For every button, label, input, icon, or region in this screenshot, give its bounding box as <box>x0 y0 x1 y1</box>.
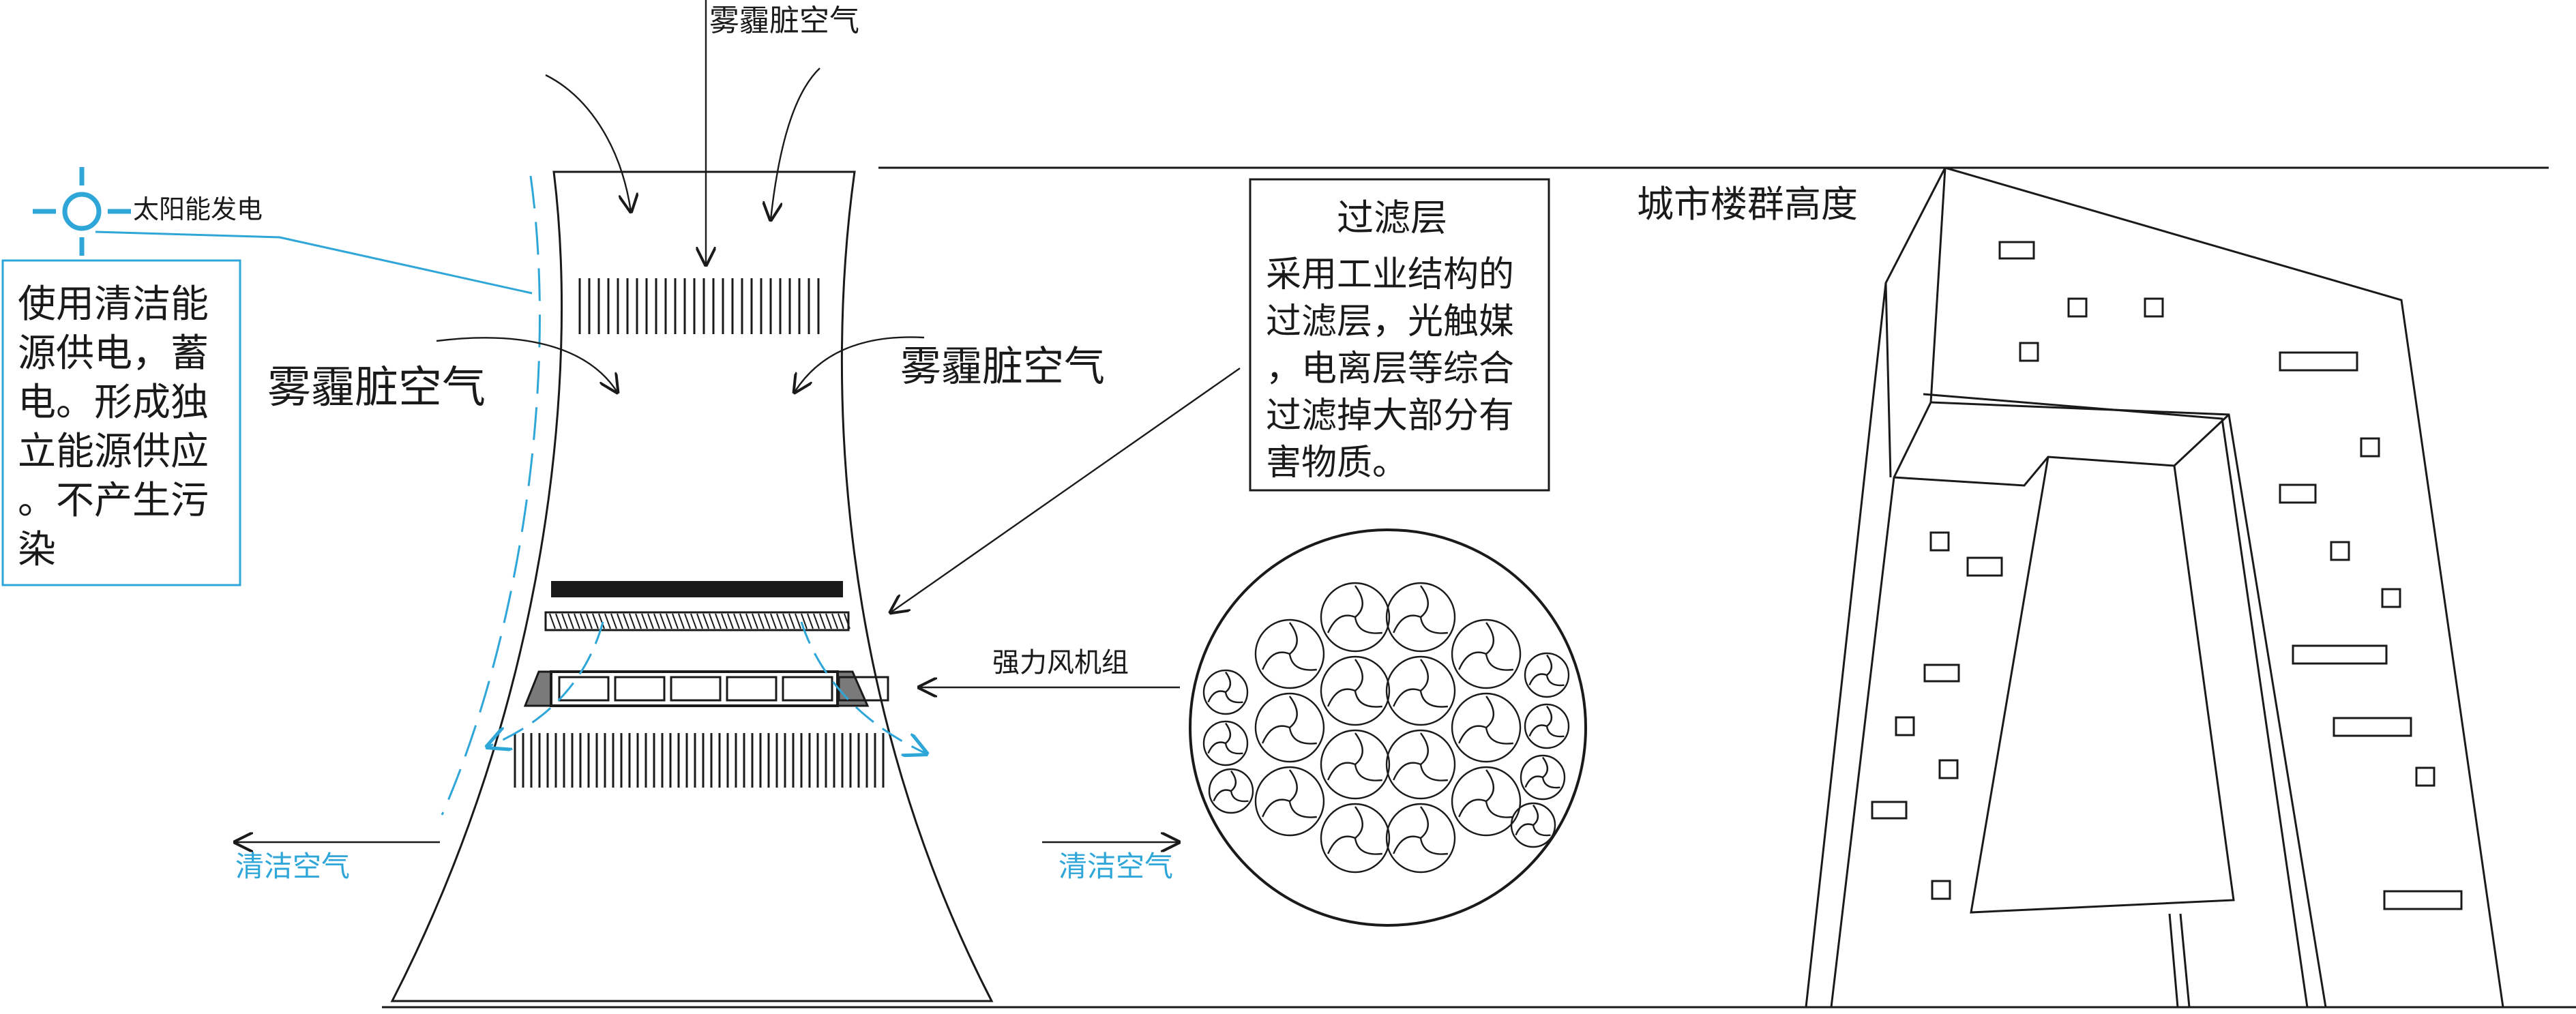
filter-title: 过滤层 <box>1337 196 1447 239</box>
window <box>2067 297 2088 318</box>
window <box>2383 890 2463 910</box>
arrow-icon <box>771 68 820 220</box>
sun-icon <box>33 167 131 256</box>
filter-layer-bar <box>551 581 843 597</box>
fan-array <box>1189 528 1587 927</box>
window <box>2279 351 2358 372</box>
energy-line: 立能源供应 <box>18 430 209 474</box>
clean-air-flow-left <box>441 175 541 816</box>
arrow-icon <box>795 336 925 392</box>
fan-blade-icon <box>1320 803 1391 874</box>
fan-blade-icon <box>1202 669 1249 715</box>
fan-blade-icon <box>1524 652 1570 698</box>
purification-tower <box>390 170 994 1002</box>
filter-line: ，电离层等综合 <box>1266 348 1514 389</box>
fan-blade-icon <box>1510 802 1556 848</box>
smog-label-top: 雾霾脏空气 <box>709 3 859 38</box>
fan-module-left-cap <box>523 670 552 707</box>
fan-blade-icon <box>1385 803 1456 874</box>
filter-text: 过滤层 采用工业结构的 过滤层，光触媒 ，电离层等综合 过滤掉大部分有 害物质。 <box>1266 196 1514 483</box>
mesh-layer <box>544 611 850 631</box>
energy-line: 。不产生污 <box>18 479 209 523</box>
filter-line: 害物质。 <box>1266 443 1408 483</box>
window <box>1895 716 1915 736</box>
fan-blade-icon <box>1451 692 1522 763</box>
fan-blade-icon <box>1385 582 1456 653</box>
building-windows <box>1871 241 2463 910</box>
fan-array-housing <box>1189 528 1587 927</box>
clean-air-flow-inner-right <box>800 621 926 754</box>
smog-label-left: 雾霾脏空气 <box>267 363 486 413</box>
smog-label-right: 雾霾脏空气 <box>900 343 1105 391</box>
arrow-icon <box>436 337 617 392</box>
window <box>2292 644 2388 665</box>
fan-blade-icon <box>1520 754 1566 801</box>
fan-blade-icon <box>1254 692 1325 763</box>
filter-pointer-line <box>891 368 1241 612</box>
fan-blade-icon <box>1320 582 1391 653</box>
window <box>1929 531 1950 552</box>
fan-blade-icon <box>1208 768 1254 814</box>
fan-modules <box>523 670 889 707</box>
fan-cell <box>782 676 833 702</box>
fan-cell <box>670 676 722 702</box>
energy-text: 使用清洁能 源供电，蓄 电。形成独 立能源供应 。不产生污 染 <box>18 282 209 572</box>
fan-blade-icon <box>1385 655 1456 726</box>
filter-line: 过滤层，光触媒 <box>1266 301 1514 342</box>
filter-box <box>1249 178 1550 492</box>
window <box>2019 342 2039 362</box>
filter-line: 采用工业结构的 <box>1266 254 1514 295</box>
fan-cell <box>726 676 778 702</box>
fan-blade-icon <box>1202 720 1249 766</box>
window <box>2381 588 2401 608</box>
city-building <box>1805 166 2504 1008</box>
window <box>1938 759 1959 779</box>
fan-cell <box>614 676 666 702</box>
fan-blade-icon <box>1451 766 1522 837</box>
window <box>2415 766 2436 787</box>
window <box>1871 801 1908 820</box>
fan-cell <box>558 676 610 702</box>
fan-blade-icon <box>1451 618 1522 689</box>
window <box>1998 241 2035 260</box>
fan-blade-icon <box>1320 729 1391 800</box>
solar-connector-line <box>95 230 533 295</box>
window <box>2360 437 2380 458</box>
fan-group-label: 强力风机组 <box>992 647 1129 679</box>
city-height-label: 城市楼群高度 <box>1637 183 1858 226</box>
clean-air-label-left: 清洁空气 <box>235 850 350 883</box>
fan-blade-icon <box>1385 729 1456 800</box>
solar-label: 太阳能发电 <box>133 194 263 224</box>
filter-line: 过滤掉大部分有 <box>1266 396 1514 436</box>
energy-box <box>1 259 241 586</box>
window <box>2279 483 2317 504</box>
energy-line: 使用清洁能 <box>18 282 209 327</box>
fan-blade-icon <box>1320 655 1391 726</box>
upper-vent-slats <box>578 278 820 334</box>
window <box>2333 717 2412 737</box>
tower-outline <box>390 170 994 1002</box>
arrow-icon <box>545 74 631 211</box>
lower-vent-slats <box>514 733 885 788</box>
window <box>1966 556 2003 577</box>
energy-line: 源供电，蓄 <box>18 331 209 376</box>
energy-line: 染 <box>18 528 56 572</box>
energy-line: 电。形成独 <box>18 381 209 425</box>
fan-blade-icon <box>1524 703 1570 749</box>
window <box>1923 663 1960 683</box>
window <box>2330 541 2350 561</box>
window <box>2144 297 2164 318</box>
fan-blade-icon <box>1254 618 1325 689</box>
fan-blade-icon <box>1254 766 1325 837</box>
clean-air-flow-inner-left <box>488 621 604 747</box>
window <box>1931 880 1951 900</box>
clean-air-label-right: 清洁空气 <box>1058 850 1173 883</box>
mesh-hatch <box>549 613 850 629</box>
